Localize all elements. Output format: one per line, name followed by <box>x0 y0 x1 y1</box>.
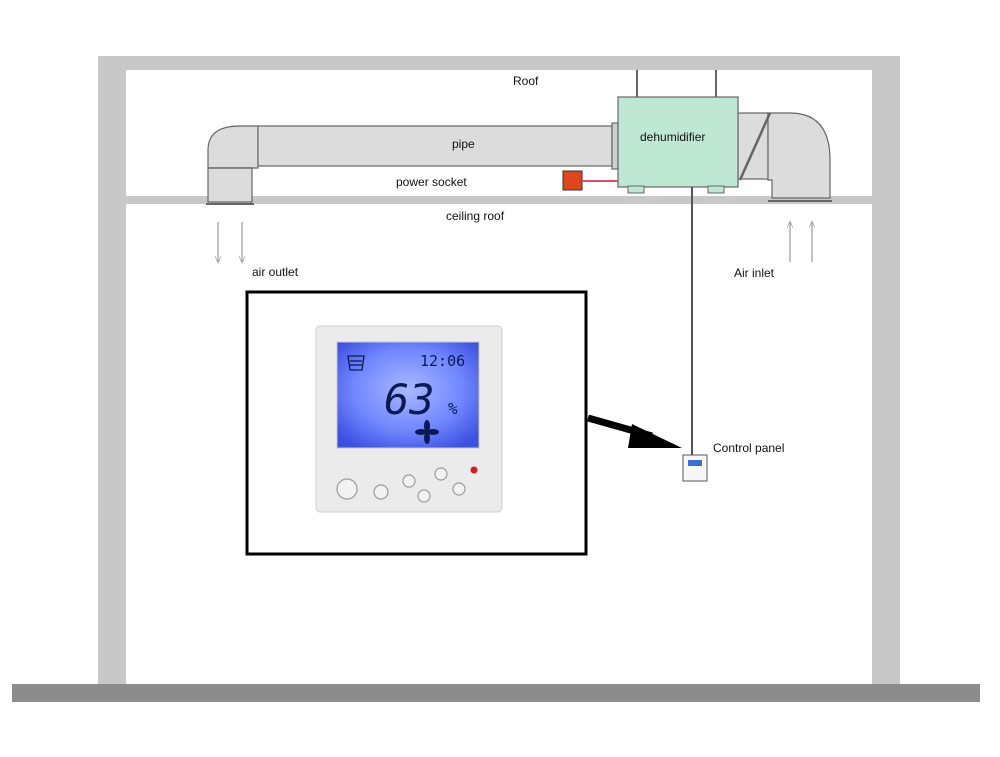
main-pipe <box>257 125 613 167</box>
water-tank-icon <box>347 355 365 371</box>
left-wall <box>98 56 126 684</box>
pointer-arrow-head <box>628 424 682 448</box>
thermostat-buttons <box>336 467 466 503</box>
unit-foot-right <box>707 185 725 194</box>
left-elbow <box>207 125 259 169</box>
humidity-value: 63 <box>384 375 435 424</box>
fan-icon <box>415 420 439 444</box>
floor <box>12 684 980 702</box>
pipe-label: pipe <box>452 137 475 151</box>
thermostat-zoom: 12:06 63 % <box>315 325 503 513</box>
clock-readout: 12:06 <box>420 352 465 370</box>
left-down-pipe <box>207 167 253 203</box>
roof-label: Roof <box>513 74 539 88</box>
dehumidifier-label: dehumidifier <box>640 130 705 144</box>
ceiling-roof-label: ceiling roof <box>446 209 505 223</box>
ceiling-beam <box>126 196 872 204</box>
pipe-system-right <box>737 112 832 202</box>
lcd-screen <box>336 341 480 449</box>
indicator-led <box>470 466 478 474</box>
dehumidifier-unit <box>617 96 739 188</box>
control-panel-label: Control panel <box>713 441 784 455</box>
control-panel-box <box>682 454 708 482</box>
right-button <box>452 482 466 496</box>
right-wall <box>872 56 900 684</box>
power-socket-label: power socket <box>396 175 467 189</box>
pipe-connector <box>611 122 619 170</box>
control-panel-screen <box>688 460 702 466</box>
pipe-system-left <box>206 122 619 205</box>
roof-beam <box>98 56 900 70</box>
mode-button <box>373 484 389 500</box>
humidity-unit: % <box>448 399 458 418</box>
air-inlet-label: Air inlet <box>734 266 775 280</box>
right-elbow <box>767 112 831 199</box>
right-connector <box>737 112 769 180</box>
power-button <box>336 478 358 500</box>
air-outlet-arrows <box>218 222 242 262</box>
down-button <box>417 489 431 503</box>
power-socket-box <box>562 170 583 191</box>
unit-foot-left <box>627 185 645 194</box>
air-inlet-arrows <box>790 222 812 262</box>
left-button <box>402 474 416 488</box>
air-outlet-label: air outlet <box>252 265 299 279</box>
up-button <box>434 467 448 481</box>
